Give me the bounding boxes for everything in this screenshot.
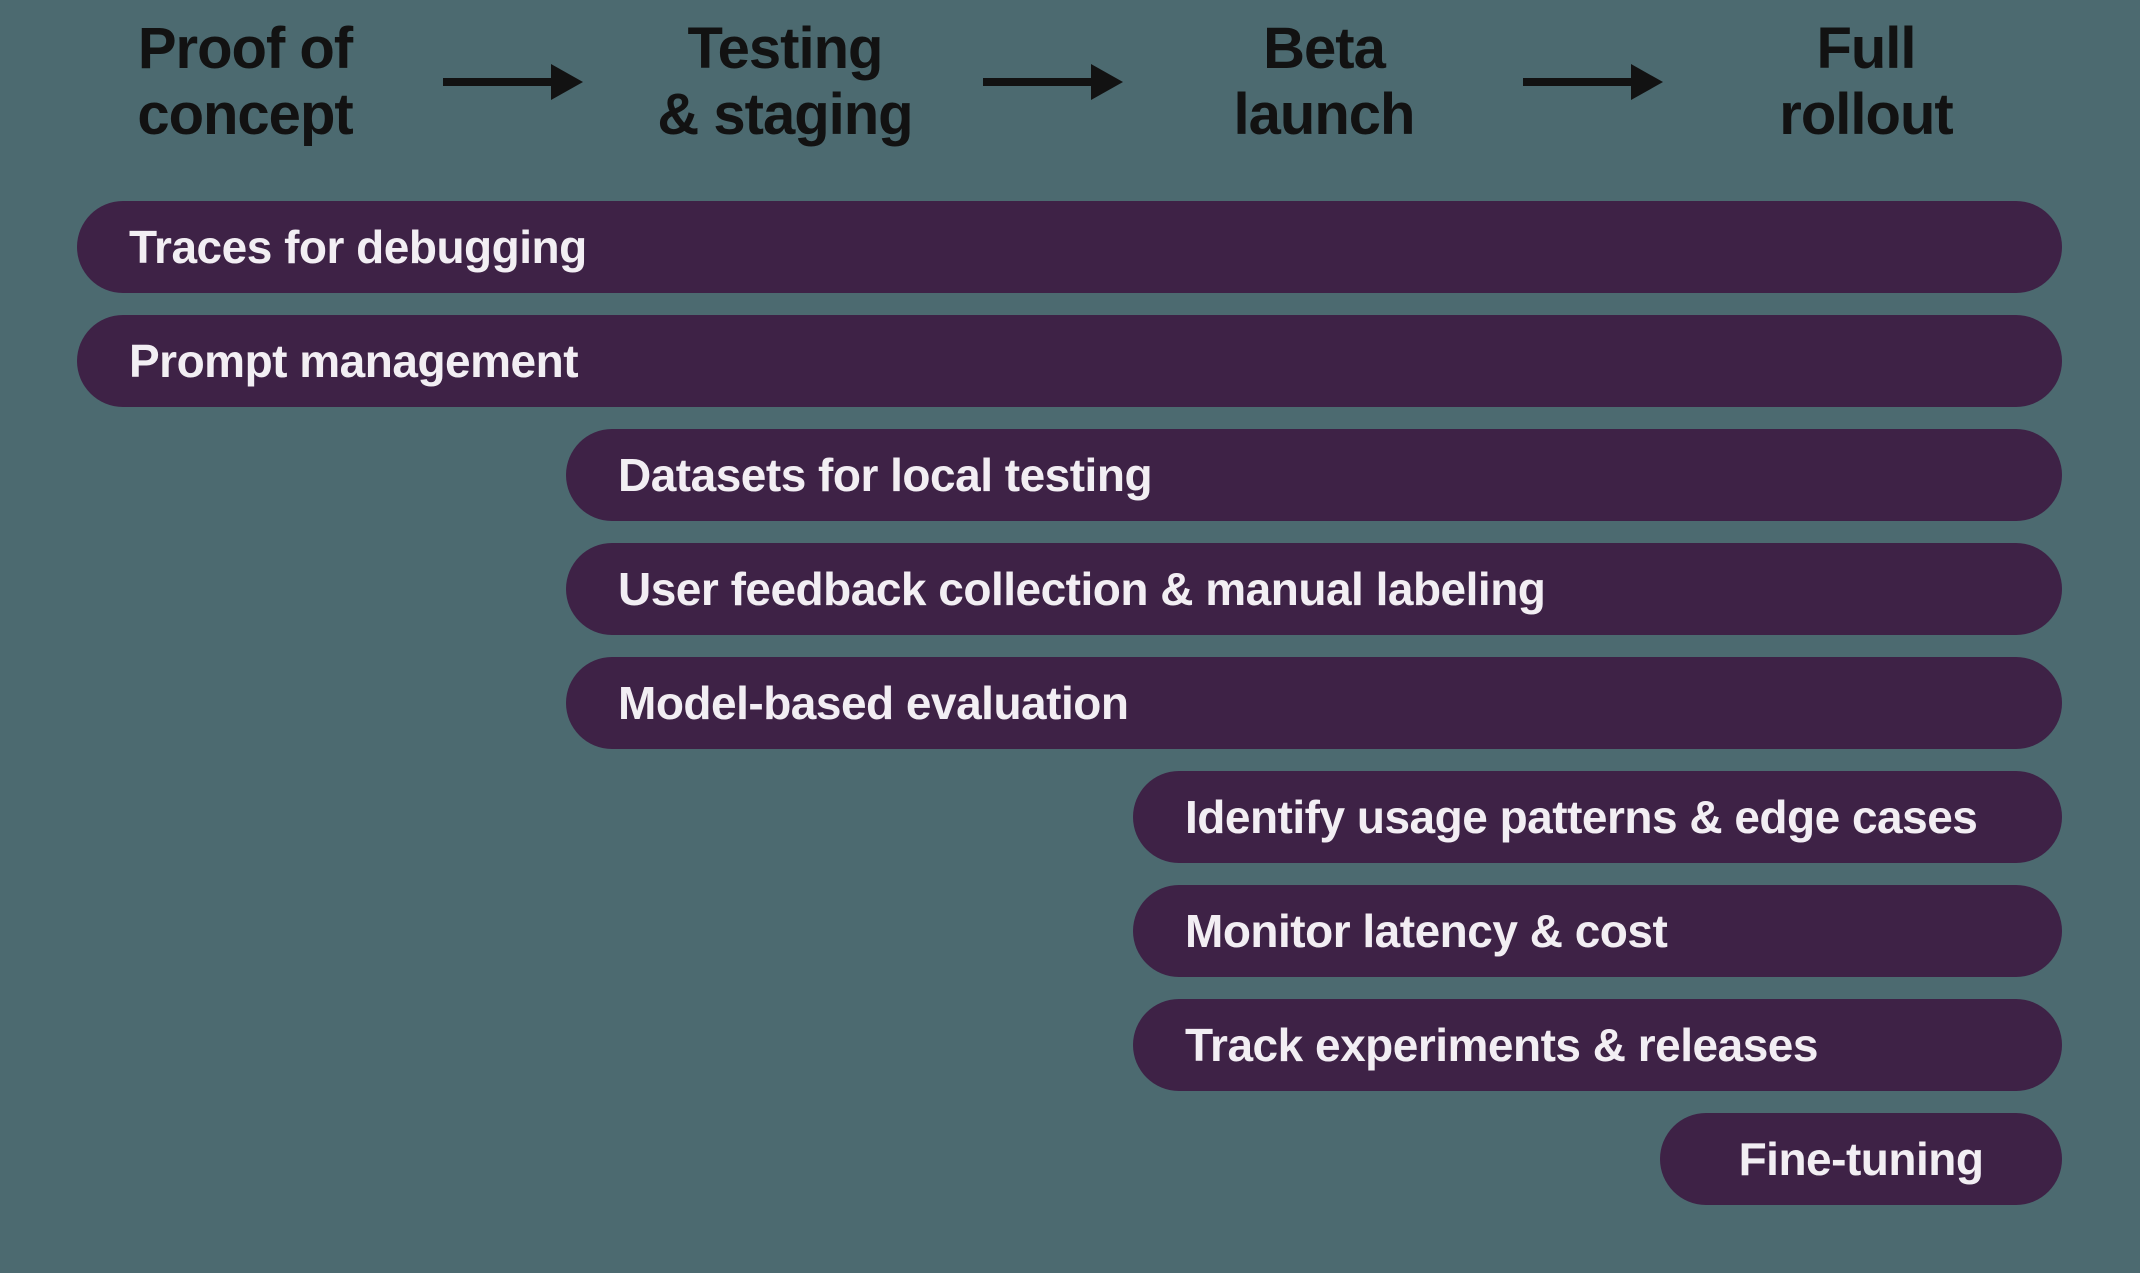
- stage-header-testing-staging: Testing & staging: [555, 16, 1015, 148]
- task-bar-traces-for-debugging: Traces for debugging: [77, 201, 2062, 293]
- stage-label-line: rollout: [1779, 82, 1953, 147]
- stage-label-line: Proof of: [137, 16, 353, 81]
- task-bar-label: Monitor latency & cost: [1185, 905, 1668, 957]
- task-bar-label: Model-based evaluation: [618, 677, 1129, 729]
- stage-header-full-rollout: Full rollout: [1636, 16, 2096, 148]
- task-bar-track-experiments-releases: Track experiments & releases: [1133, 999, 2062, 1091]
- stage-label-line: launch: [1233, 82, 1416, 147]
- task-bar-identify-usage-patterns: Identify usage patterns & edge cases: [1133, 771, 2062, 863]
- task-bar-model-based-evaluation: Model-based evaluation: [566, 657, 2062, 749]
- arrow-right-icon: [443, 64, 583, 100]
- stage-label-line: Testing: [687, 16, 884, 81]
- task-bar-user-feedback-collection: User feedback collection & manual labeli…: [566, 543, 2062, 635]
- task-bar-label: Fine-tuning: [1738, 1133, 1984, 1185]
- task-bar-label: Prompt management: [129, 335, 579, 387]
- task-bar-label: Identify usage patterns & edge cases: [1185, 791, 1978, 843]
- task-bar-fine-tuning: Fine-tuning: [1660, 1113, 2062, 1205]
- arrow-right-icon: [1523, 64, 1663, 100]
- stage-header-proof-of-concept: Proof of concept: [15, 16, 475, 148]
- task-bar-label: Track experiments & releases: [1185, 1019, 1818, 1071]
- arrow-shaft: [443, 78, 555, 86]
- task-bar-prompt-management: Prompt management: [77, 315, 2062, 407]
- arrow-head: [1091, 64, 1123, 100]
- task-bar-monitor-latency-cost: Monitor latency & cost: [1133, 885, 2062, 977]
- stage-header-beta-launch: Beta launch: [1094, 16, 1554, 148]
- arrow-shaft: [1523, 78, 1635, 86]
- task-bar-label: Datasets for local testing: [618, 449, 1153, 501]
- stage-label-line: concept: [137, 82, 353, 147]
- stage-label-line: & staging: [657, 82, 913, 147]
- stage-label-line: Full: [1816, 16, 1916, 81]
- task-bar-label: Traces for debugging: [129, 221, 587, 273]
- arrow-head: [1631, 64, 1663, 100]
- stage-label-line: Beta: [1263, 16, 1386, 81]
- task-bar-datasets-for-local-testing: Datasets for local testing: [566, 429, 2062, 521]
- arrow-right-icon: [983, 64, 1123, 100]
- arrow-head: [551, 64, 583, 100]
- arrow-shaft: [983, 78, 1095, 86]
- task-bar-label: User feedback collection & manual labeli…: [618, 563, 1546, 615]
